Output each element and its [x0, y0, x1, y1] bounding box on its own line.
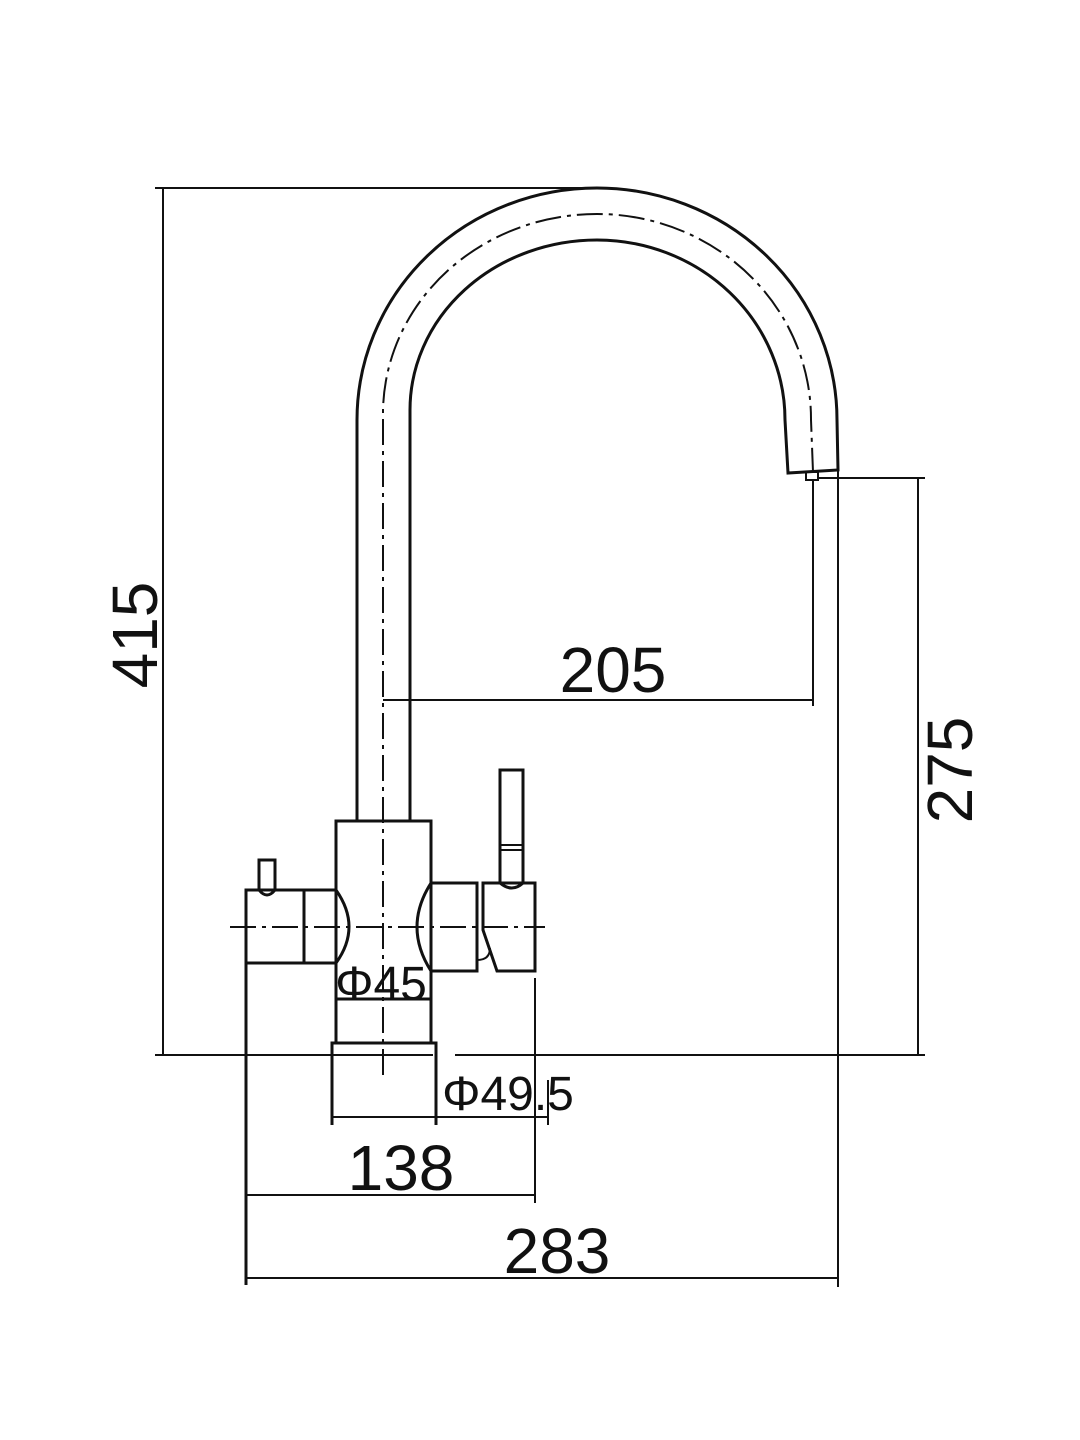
- dim-spout-reach: 205: [560, 634, 667, 706]
- lever-body: [481, 881, 537, 973]
- dimension-lines: [155, 187, 925, 1287]
- left-knob: [257, 858, 277, 897]
- dim-body-diameter: Φ45: [335, 958, 427, 1011]
- dim-total-width: 283: [504, 1215, 611, 1287]
- dim-base-diameter: Φ49.5: [442, 1068, 574, 1121]
- spout: [355, 186, 840, 1075]
- lever-handle: [498, 768, 525, 890]
- dim-body-width: 138: [348, 1132, 455, 1204]
- dim-total-height: 415: [99, 582, 171, 689]
- dim-spout-height: 275: [914, 717, 986, 824]
- faucet-body: [230, 768, 545, 1285]
